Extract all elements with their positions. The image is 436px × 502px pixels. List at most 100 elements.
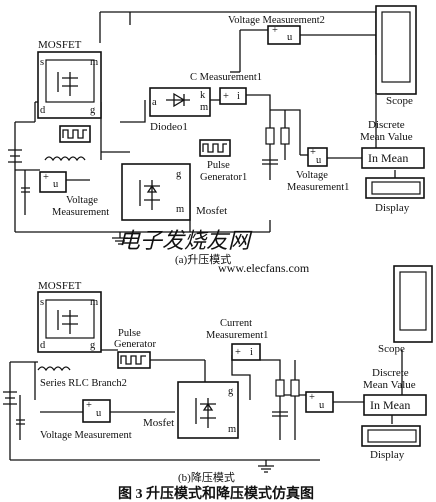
current-measurement1-label-1: Current xyxy=(220,318,252,329)
discrete-mean-label-2-top: Mean Value xyxy=(360,131,413,143)
mosfet-m-port-2: m xyxy=(176,204,184,215)
vm1-plus-port: + xyxy=(310,147,316,158)
cm-i-port: i xyxy=(250,347,253,358)
ground-icon-bottom xyxy=(258,460,274,473)
vm2-u-port: u xyxy=(287,32,293,43)
mosfet-g-port-top: g xyxy=(90,105,96,116)
cm1-i-port: i xyxy=(237,91,240,102)
resistor-bottom-2 xyxy=(290,379,300,397)
resistor-top-1 xyxy=(265,127,275,145)
pulse-generator-wave-icon xyxy=(120,355,146,365)
scope-screen-bottom xyxy=(399,271,427,331)
resistor-top-2 xyxy=(280,127,290,145)
c-measurement1-block xyxy=(219,87,247,105)
vm2-plus-port: + xyxy=(272,25,278,36)
mosfet-m-port-top: m xyxy=(90,57,98,68)
voltage-measurement-label-top-1: Voltage xyxy=(66,195,98,206)
resistor-bottom-1 xyxy=(275,379,285,397)
pulse-generator1-label-1: Pulse xyxy=(207,160,230,171)
scope-screen-top xyxy=(381,11,411,83)
figure-caption: 图 3 升压模式和降压模式仿真图 xyxy=(118,485,314,502)
in-mean-label-top: In Mean xyxy=(368,151,408,165)
capacitor-left-top xyxy=(21,187,30,193)
pulse-wave-icon-top xyxy=(62,129,87,139)
pulse-box-top xyxy=(59,125,91,143)
mosfet-g-port-bottom: g xyxy=(90,340,96,351)
voltage-measurement-label-bottom: Voltage Measurement xyxy=(40,430,132,441)
display-screen-bottom xyxy=(367,429,417,443)
diode-m-port: m xyxy=(200,102,208,113)
mosfet-block-label-top: MOSFET xyxy=(38,39,82,51)
mosfet-m-port-bottom: m xyxy=(90,297,98,308)
cm1-plus-port: + xyxy=(223,91,229,102)
voltage-measurement-block-bottom xyxy=(82,399,111,423)
current-measurement1-label-2: Measurement1 xyxy=(206,330,268,341)
buck-mode-diagram: MOSFET s m d g Pulse Generator Current M… xyxy=(3,265,433,484)
mosfet-label-bottom: Mosfet xyxy=(143,417,174,429)
vm-u-port-bottom: u xyxy=(96,408,102,419)
in-mean-label-bottom: In Mean xyxy=(370,398,410,412)
mosfet-d-port-top: d xyxy=(40,105,46,116)
display-screen-top xyxy=(371,181,421,195)
voltage-measurement-right-block xyxy=(305,391,334,413)
diode-k-port: k xyxy=(200,90,206,101)
vm-plus-port-bottom: + xyxy=(86,400,92,411)
diode-symbol-icon xyxy=(166,92,190,108)
pulse-generator1-wave-icon xyxy=(202,143,227,153)
ground-icon-top xyxy=(112,232,128,245)
display-label-top: Display xyxy=(375,202,410,214)
mosfet-d-port-bottom: d xyxy=(40,340,46,351)
buck-sublabel: (b)降压模式 xyxy=(178,470,235,484)
voltage-measurement1-block xyxy=(307,147,328,167)
mosfet-block-label-bottom: MOSFET xyxy=(38,280,82,292)
mosfet-label-top: Mosfet xyxy=(196,205,227,217)
pulse-generator-block xyxy=(117,351,151,369)
capacitor-icon-bottom xyxy=(272,411,288,417)
vm-u-port-top: u xyxy=(53,179,59,190)
mosfet-g-port-b: g xyxy=(228,386,234,397)
discrete-mean-block-bottom xyxy=(363,394,427,416)
discrete-mean-label-2-bottom: Mean Value xyxy=(363,379,416,391)
boost-sublabel: (a)升压模式 xyxy=(175,253,231,266)
mosfet-s-port-bottom: s xyxy=(40,297,44,308)
pulse-generator1-block xyxy=(199,139,231,157)
current-measurement1-block xyxy=(231,343,261,361)
mosfet-switch-icon-bottom xyxy=(195,398,216,428)
voltage-measurement1-label-2: Measurement1 xyxy=(287,182,349,193)
display-label-bottom: Display xyxy=(370,449,405,461)
voltage-measurement1-label-1: Voltage xyxy=(296,170,328,181)
voltage-measurement-block-top xyxy=(39,171,67,193)
discrete-mean-label-1-bottom: Discrete xyxy=(372,367,409,379)
boost-mode-diagram: Scope Voltage Measurement2 + u MOSFET s … xyxy=(8,5,425,266)
series-rlc-icon xyxy=(37,366,71,372)
pulse-generator-label-2: Generator xyxy=(114,339,156,350)
capacitor-icon-top xyxy=(262,159,278,165)
voltage-measurement-label-top-2: Measurement xyxy=(52,207,109,218)
scope-label-top: Scope xyxy=(386,95,413,107)
vmr-u-port: u xyxy=(319,400,325,411)
mosfet-g-port-2: g xyxy=(176,169,182,180)
watermark-url: www.elecfans.com xyxy=(218,261,310,275)
dc-source-icon-top xyxy=(8,149,22,163)
diode-label: Diodeo1 xyxy=(150,121,188,133)
mosfet-switch-icon-top xyxy=(139,180,160,210)
voltage-measurement2-label: Voltage Measurement2 xyxy=(228,15,325,26)
pulse-generator-label-1: Pulse xyxy=(118,328,141,339)
cm-plus-port: + xyxy=(235,347,241,358)
discrete-mean-block-top xyxy=(361,147,425,169)
dc-source-icon-bottom xyxy=(3,391,17,405)
mosfet-s-port-top: s xyxy=(40,57,44,68)
vm-plus-port-top: + xyxy=(43,172,49,183)
watermark: 电子发烧友网 www.elecfans.com xyxy=(118,228,310,275)
inductor-icon-top xyxy=(44,156,86,162)
discrete-mean-label-1-top: Discrete xyxy=(368,119,405,131)
capacitor-left-bottom xyxy=(16,419,25,425)
vm1-u-port: u xyxy=(316,155,322,166)
mosfet-symbol-icon-top xyxy=(57,72,78,96)
scope-label-bottom: Scope xyxy=(378,343,405,355)
diode-a-port: a xyxy=(152,97,157,108)
vmr-plus-port: + xyxy=(309,392,315,403)
mosfet-m-port-b: m xyxy=(228,424,236,435)
pulse-generator1-label-2: Generator1 xyxy=(200,172,247,183)
